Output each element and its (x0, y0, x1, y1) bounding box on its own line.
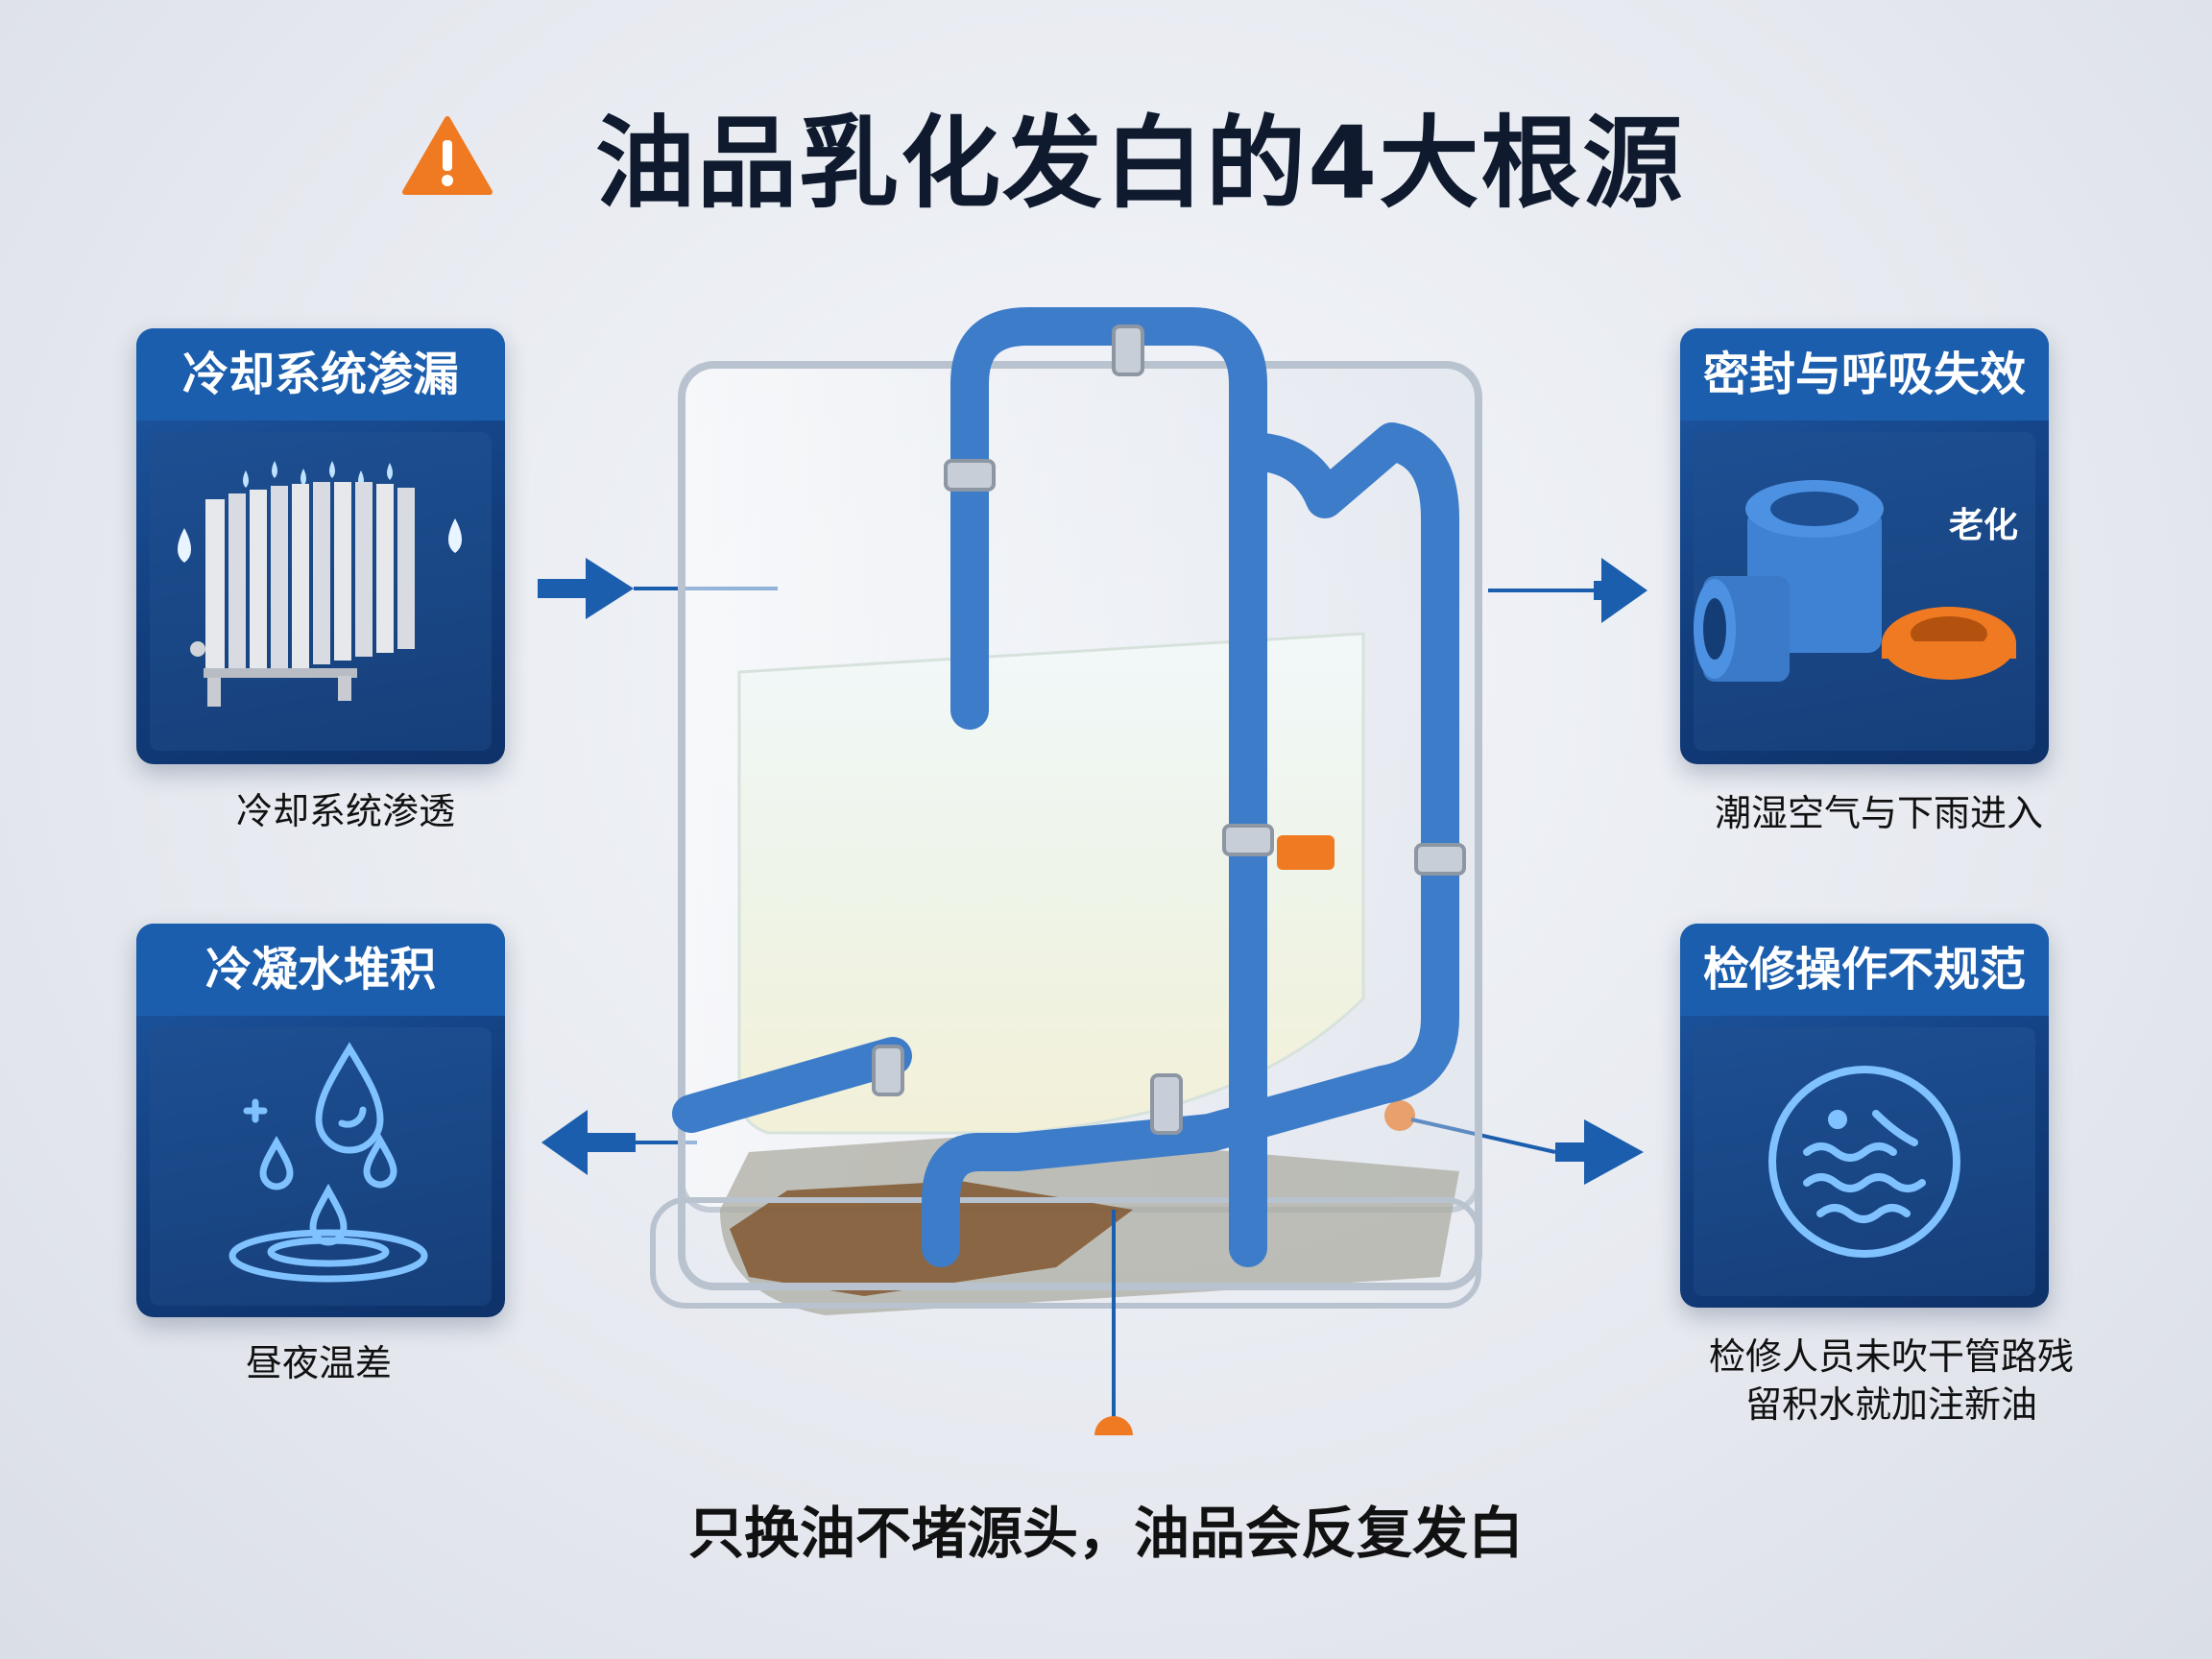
card-heading: 冷却系统渗漏 (136, 328, 505, 421)
card-heading: 检修操作不规范 (1680, 924, 2049, 1016)
caption-line: 留积水就加注新油 (1744, 1383, 2037, 1426)
card-image (150, 432, 492, 751)
water-drops-icon (228, 1042, 428, 1283)
card-cooling-leak: 冷却系统渗漏 (136, 328, 505, 764)
card-maintenance: 检修操作不规范 (1680, 924, 2049, 1308)
card-heading: 冷凝水堆积 (136, 924, 505, 1016)
card-image (1694, 1027, 2035, 1296)
caption-condensation: 昼夜温差 (245, 1342, 392, 1384)
warning-triangle-icon (402, 116, 493, 195)
footer-text: 只换油不堵源头，油品会反复发白 (687, 1501, 1524, 1566)
caption-maintenance: 检修人员未吹干管路残 留积水就加注新油 (1632, 1333, 2151, 1429)
radiator-icon (178, 461, 462, 707)
caption-seal-failure: 潮湿空气与下雨进入 (1714, 792, 2043, 834)
arrow-out-tank-left-bottom (541, 1110, 697, 1175)
card-image (1694, 432, 2035, 751)
oil-tank-icon (650, 307, 1482, 1435)
caption-cooling-leak: 冷却系统渗透 (235, 790, 455, 832)
page-title: 油品乳化发白的4大根源 (595, 105, 1685, 222)
badge-aging: 老化 (1949, 506, 2019, 545)
arrow-out-tank-right-top (1488, 558, 1647, 623)
title-row: 油品乳化发白的4大根源 (0, 96, 2212, 230)
caption-line: 检修人员未吹干管路残 (1708, 1335, 2074, 1378)
pipe-fittings-icon (1694, 480, 2016, 682)
card-condensation: 冷凝水堆积 (136, 924, 505, 1317)
card-heading: 密封与呼吸失效 (1680, 328, 2049, 421)
card-seal-failure: 密封与呼吸失效 (1680, 328, 2049, 764)
water-circle-icon (1768, 1066, 1960, 1258)
card-image (150, 1027, 492, 1306)
